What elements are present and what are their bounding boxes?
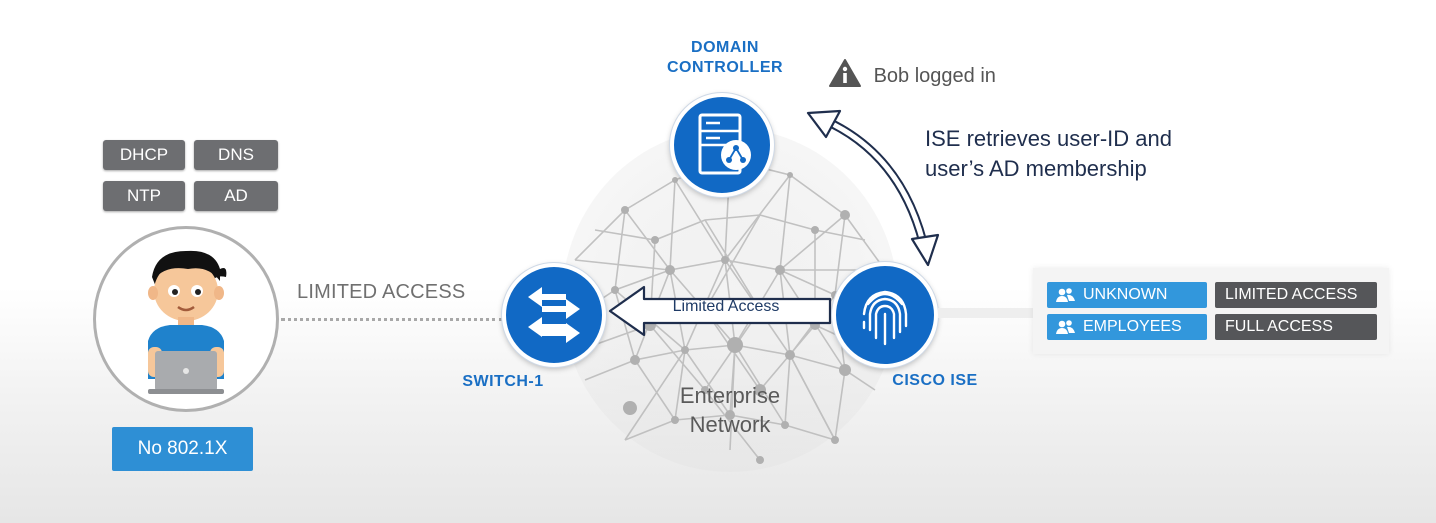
switch-arrows-icon	[528, 287, 580, 343]
cisco-ise-label: CISCO ISE	[892, 372, 978, 389]
server-icon	[698, 113, 751, 175]
policy-group-label: EMPLOYEES	[1083, 318, 1182, 335]
policy-access-limited: LIMITED ACCESS	[1215, 282, 1377, 308]
info-icon	[829, 59, 861, 87]
switch-node[interactable]	[502, 263, 606, 367]
ad-tag: AD	[194, 181, 278, 211]
policy-group-employees: EMPLOYEES	[1047, 314, 1207, 340]
limited-access-label: LIMITED ACCESS	[297, 281, 466, 303]
limited-access-arrow	[608, 285, 832, 337]
fingerprint-icon	[862, 290, 908, 346]
bob-logged-in-notification: Bob logged in	[828, 58, 996, 88]
ise-message-line1: ISE retrieves user-ID and	[925, 126, 1172, 151]
notification-text: Bob logged in	[873, 65, 996, 87]
user-avatar	[93, 226, 279, 412]
enterprise-line1: Enterprise	[679, 383, 781, 408]
dc-ise-double-arrow	[806, 109, 940, 267]
authorization-policy-table: UNKNOWN LIMITED ACCESS EMPLOYEES FULL AC…	[1033, 268, 1389, 354]
ise-policy-connector	[938, 308, 1034, 318]
users-icon	[1056, 320, 1075, 334]
ise-retrieves-message: ISE retrieves user-ID and user’s AD memb…	[925, 124, 1172, 184]
domain-controller-label: DOMAIN CONTROLLER	[660, 38, 790, 78]
no-8021x-badge: No 802.1X	[112, 427, 253, 471]
user-with-laptop-icon	[148, 250, 227, 394]
domain-controller-label-text: DOMAIN CONTROLLER	[666, 39, 784, 76]
ise-message-line2: user’s AD membership	[925, 156, 1147, 181]
users-icon	[1056, 288, 1075, 302]
policy-access-full: FULL ACCESS	[1215, 314, 1377, 340]
dns-tag: DNS	[194, 140, 278, 170]
policy-group-unknown: UNKNOWN	[1047, 282, 1207, 308]
switch-label: SWITCH-1	[462, 373, 544, 390]
policy-group-label: UNKNOWN	[1083, 286, 1168, 303]
dotted-connection-line	[281, 318, 503, 321]
enterprise-network-label: Enterprise Network	[645, 381, 815, 439]
dhcp-tag: DHCP	[103, 140, 185, 170]
cisco-ise-node[interactable]	[832, 262, 938, 368]
enterprise-line2: Network	[689, 412, 771, 437]
limited-access-arrow-label: Limited Access	[672, 298, 780, 315]
domain-controller-node[interactable]	[670, 93, 774, 197]
ntp-tag: NTP	[103, 181, 185, 211]
